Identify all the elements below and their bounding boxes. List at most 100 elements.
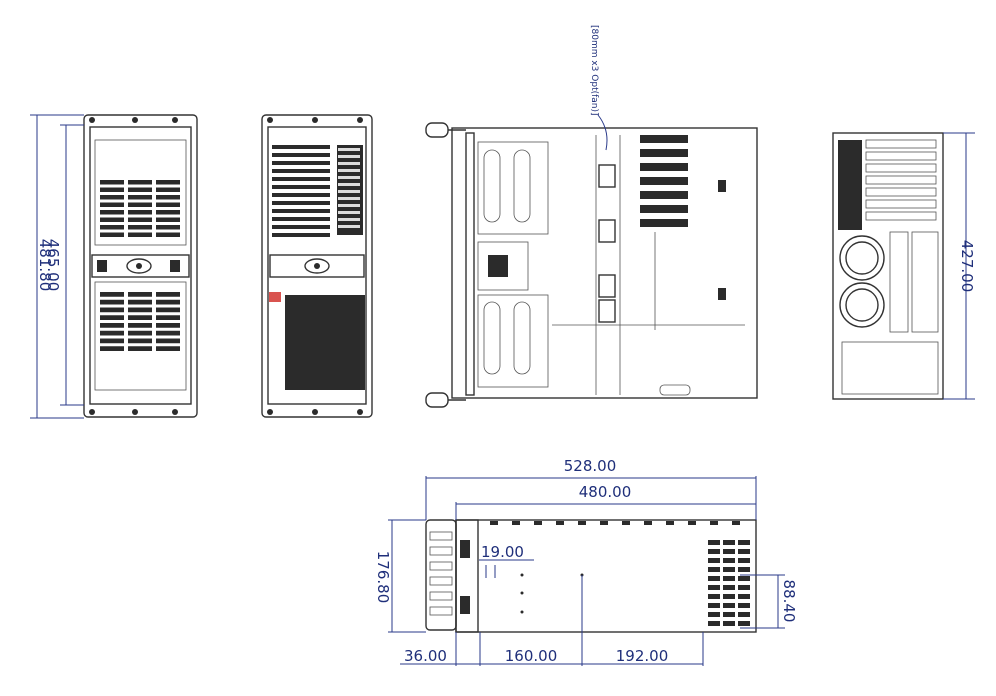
vent-slot <box>156 292 180 297</box>
grip-ridge <box>429 531 453 541</box>
fan-callout: [80mm x3 Opt(fan)] <box>589 25 599 116</box>
vent-slot <box>100 210 124 215</box>
vent-slot <box>100 232 124 237</box>
bay-slot <box>338 190 360 193</box>
bay-slot <box>338 162 360 165</box>
vent-slot <box>100 217 124 222</box>
dim-offset-19: 19.00 <box>481 543 524 561</box>
grip-ridge <box>429 606 453 616</box>
vent-slot <box>272 161 330 165</box>
side-vent-slot <box>708 612 720 617</box>
side-vent-slot <box>723 549 735 554</box>
vent-slot <box>128 217 152 222</box>
bay-slot <box>338 176 360 179</box>
vent-slot <box>128 315 152 320</box>
side-dimension-lines <box>388 476 785 666</box>
grip-ridge <box>429 561 453 571</box>
top-mark <box>666 521 674 525</box>
vent-slot <box>100 180 124 185</box>
side-vent-slot <box>708 567 720 572</box>
vent-slot <box>128 346 152 351</box>
top-mark <box>556 521 564 525</box>
rear-slot <box>865 199 937 209</box>
vent-slot <box>156 338 180 344</box>
dim-front-inner-width-label: 465.00 <box>44 239 62 292</box>
expansion-slot <box>640 177 688 185</box>
dim-length-overall: 528.00 <box>564 457 617 475</box>
vent-slot <box>272 209 330 213</box>
side-vent-slot <box>723 612 735 617</box>
side-vent-slot <box>723 594 735 599</box>
top-mark <box>644 521 652 525</box>
dim-vent-height: 88.40 <box>780 580 798 623</box>
dim-rear-width: 427.00 <box>958 240 976 293</box>
bay-slot <box>338 211 360 214</box>
grip-ridge <box>429 546 453 556</box>
vent-slot <box>100 225 124 230</box>
top-mark <box>534 521 542 525</box>
vent-slot <box>156 217 180 222</box>
side-vent-slot <box>738 576 750 581</box>
vent-slot <box>156 202 180 207</box>
front-view-open <box>261 114 373 418</box>
top-view <box>425 122 758 408</box>
side-vent-slot <box>723 621 735 626</box>
expansion-slot <box>640 191 688 199</box>
side-vent-slot <box>738 585 750 590</box>
vent-slot <box>128 195 152 200</box>
vent-slot <box>100 315 124 320</box>
bay-slot <box>338 197 360 200</box>
side-vent-slot <box>708 594 720 599</box>
bay-slot <box>338 225 360 228</box>
grip-ridge <box>429 576 453 586</box>
vent-slot <box>156 330 180 336</box>
vent-slot <box>100 346 124 351</box>
rear-slot <box>865 187 937 197</box>
expansion-slot <box>640 163 688 171</box>
top-mark <box>732 521 740 525</box>
vent-slot <box>156 299 180 305</box>
top-mark <box>600 521 608 525</box>
side-vent-slot <box>723 540 735 545</box>
vent-slot <box>156 210 180 215</box>
vent-slot <box>272 233 330 237</box>
rear-view <box>832 132 944 400</box>
side-vent-slot <box>708 540 720 545</box>
vent-slot <box>128 299 152 305</box>
vent-slot <box>100 202 124 207</box>
side-vent-slot <box>708 585 720 590</box>
vent-slot <box>156 315 180 320</box>
front-view-closed <box>83 114 198 418</box>
vent-slot <box>100 195 124 200</box>
side-vent-slot <box>708 576 720 581</box>
vent-slot <box>272 153 330 157</box>
side-vent-slot <box>738 549 750 554</box>
vent-slot <box>272 225 330 229</box>
side-vent-slot <box>738 621 750 626</box>
fan-callout-leader <box>597 114 608 151</box>
vent-slot <box>272 201 330 205</box>
rear-dimension-lines <box>943 132 975 400</box>
expansion-slot <box>640 149 688 157</box>
side-view <box>425 519 757 633</box>
vent-slot <box>128 225 152 230</box>
expansion-slot <box>640 219 688 227</box>
vent-slot <box>128 180 152 185</box>
side-vent-slot <box>738 594 750 599</box>
side-vent-slot <box>708 603 720 608</box>
vent-slot <box>156 346 180 351</box>
bay-slot <box>338 155 360 158</box>
vent-slot <box>128 338 152 344</box>
expansion-slot <box>640 205 688 213</box>
vent-slot <box>128 292 152 297</box>
top-mark <box>688 521 696 525</box>
side-vent-slot <box>723 585 735 590</box>
dim-offset-160: 160.00 <box>505 647 558 665</box>
vent-slot <box>100 299 124 305</box>
side-vent-slot <box>738 603 750 608</box>
top-mark <box>710 521 718 525</box>
top-mark <box>622 521 630 525</box>
side-vent-slot <box>723 567 735 572</box>
expansion-slot <box>640 135 688 143</box>
